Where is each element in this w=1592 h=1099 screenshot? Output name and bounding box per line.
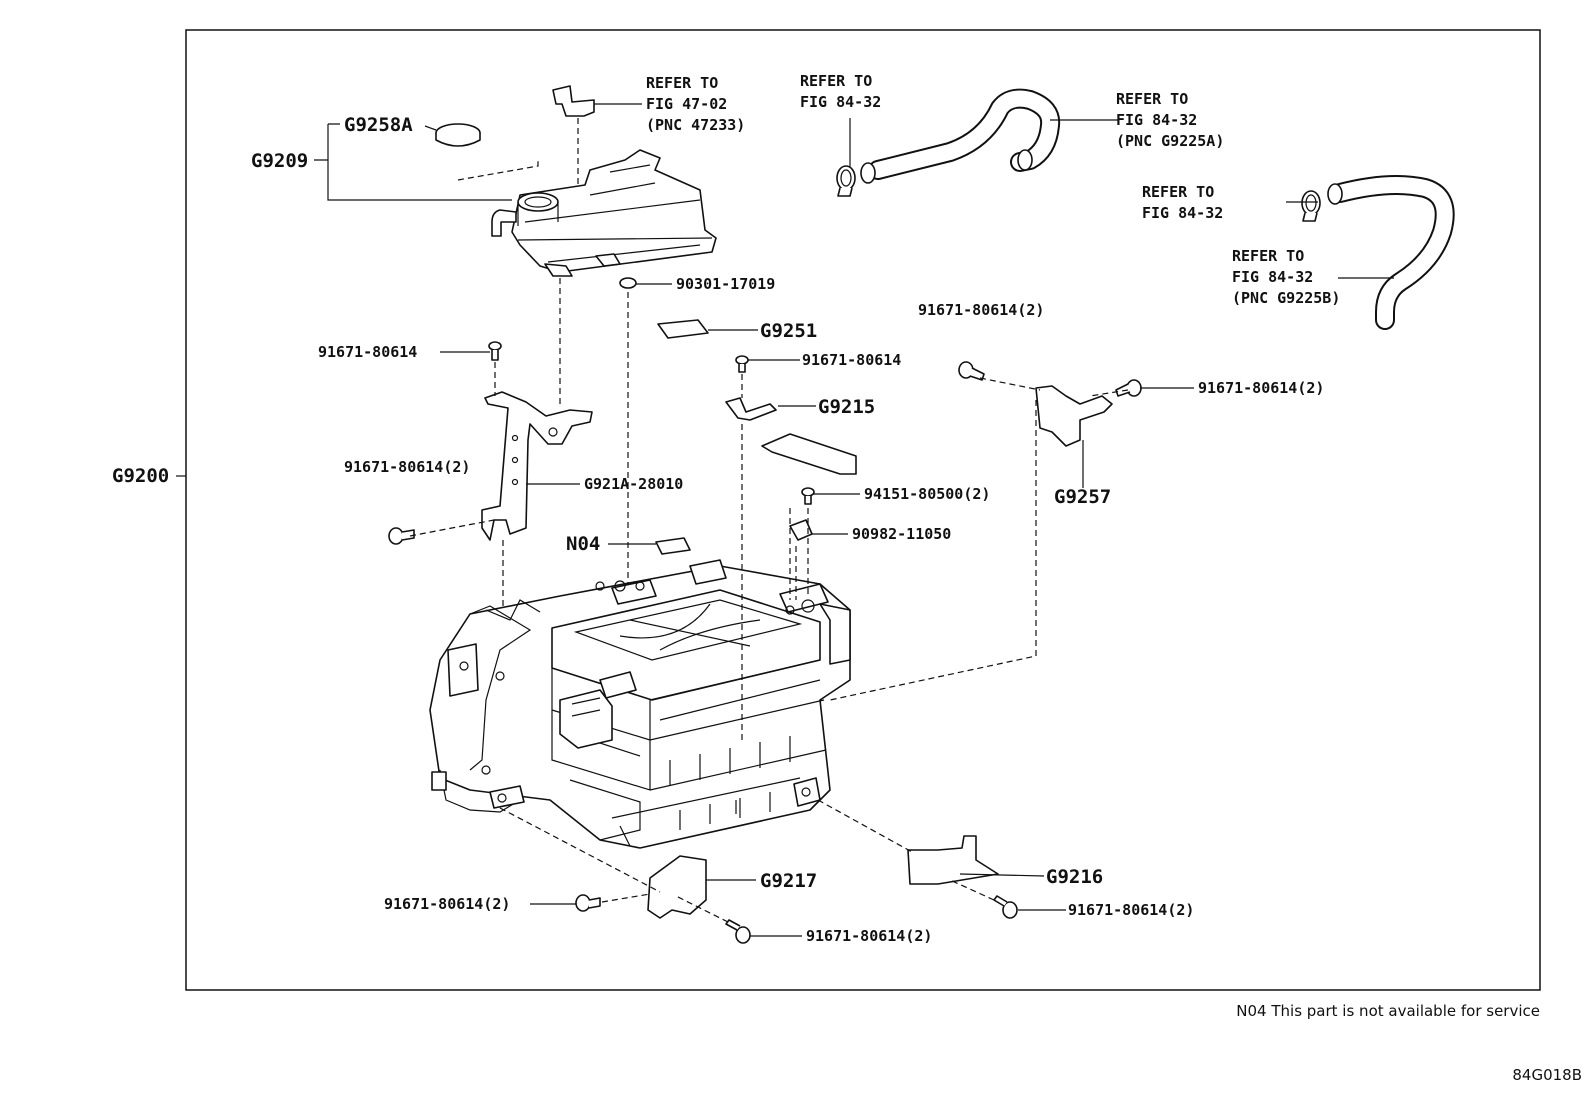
bolt-right[interactable] (1115, 379, 1142, 397)
label-91671-bottom-mid: 91671-80614(2) (806, 927, 932, 945)
label-g9215: G9215 (818, 396, 875, 418)
bracket-g9217[interactable] (647, 855, 707, 919)
bracket-g9215[interactable] (725, 397, 777, 421)
label-g9257: G9257 (1054, 486, 1111, 508)
hose-g9225b[interactable] (1327, 174, 1455, 330)
bolt-right-top[interactable] (958, 361, 985, 381)
bolt-bottom-left[interactable] (575, 894, 601, 912)
sensor-90982[interactable] (789, 519, 813, 541)
label-refer-47-line3: (PNC 47233) (646, 116, 745, 134)
diagram-frame (185, 29, 1541, 991)
label-refer-47-line2: FIG 47-02 (646, 95, 727, 113)
label-g9251: G9251 (760, 320, 817, 342)
leader-lines (176, 103, 1394, 937)
bolt-bottom-right[interactable] (993, 895, 1018, 919)
label-g9200: G9200 (112, 465, 169, 487)
label-refer-hosea-line1: REFER TO (1116, 90, 1188, 108)
label-90301-17019: 90301-17019 (676, 275, 775, 293)
label-g9209: G9209 (251, 150, 308, 172)
bolt-left-top[interactable] (488, 341, 502, 361)
hose-g9225a[interactable] (860, 88, 1061, 184)
label-refer-hosea-line3: (PNC G9225A) (1116, 132, 1224, 150)
label-91671-mid: 91671-80614 (802, 351, 901, 369)
bolt-left-2[interactable] (388, 527, 415, 545)
label-refer-hoseb-line3: (PNC G9225B) (1232, 289, 1340, 307)
label-94151-80500: 94151-80500(2) (864, 485, 990, 503)
footnote: N04 This part is not available for servi… (1236, 1002, 1540, 1020)
label-90982-11050: 90982-11050 (852, 525, 951, 543)
label-refer-clamp2-line1: REFER TO (1142, 183, 1214, 201)
bolt-94151[interactable] (801, 487, 815, 505)
hose-clamp-1[interactable] (836, 165, 856, 197)
label-n04: N04 (566, 533, 600, 555)
label-refer-clamp2-line2: FIG 84-32 (1142, 204, 1223, 222)
label-plate-g9251[interactable] (657, 319, 709, 339)
label-refer-clamp1-line2: FIG 84-32 (800, 93, 881, 111)
bracket-g9257[interactable] (1035, 385, 1113, 447)
inverter-assembly[interactable] (429, 559, 851, 849)
label-g9216: G9216 (1046, 866, 1103, 888)
label-91671-bottom-right: 91671-80614(2) (1068, 901, 1194, 919)
label-refer-47-line1: REFER TO (646, 74, 718, 92)
label-refer-clamp1-line1: REFER TO (800, 72, 872, 90)
label-n04[interactable] (655, 537, 691, 555)
label-91671-bottom-left: 91671-80614(2) (384, 895, 510, 913)
bolt-mid[interactable] (735, 355, 749, 373)
assembly-lines (409, 118, 1129, 923)
label-91671-left-2: 91671-80614(2) (344, 458, 470, 476)
reservoir-tank[interactable] (491, 149, 717, 277)
gasket-90301[interactable] (619, 277, 637, 289)
bracket-g921a[interactable] (481, 391, 593, 541)
top-bracket[interactable] (552, 85, 595, 117)
label-g9258a: G9258A (344, 114, 413, 136)
label-g9217: G9217 (760, 870, 817, 892)
label-refer-hosea-line2: FIG 84-32 (1116, 111, 1197, 129)
bolt-bottom-mid[interactable] (725, 919, 751, 944)
figure-code: 84G018B (1512, 1066, 1582, 1084)
label-g921a-28010: G921A-28010 (584, 475, 683, 493)
bracket-g9216[interactable] (907, 835, 999, 885)
label-refer-hoseb-line1: REFER TO (1232, 247, 1304, 265)
label-91671-right: 91671-80614(2) (1198, 379, 1324, 397)
cover-plate[interactable] (761, 433, 857, 475)
label-refer-hoseb-line2: FIG 84-32 (1232, 268, 1313, 286)
reservoir-cap[interactable] (435, 123, 481, 147)
label-91671-right-top: 91671-80614(2) (918, 301, 1044, 319)
label-91671-left-top: 91671-80614 (318, 343, 417, 361)
hose-clamp-2[interactable] (1301, 190, 1321, 222)
